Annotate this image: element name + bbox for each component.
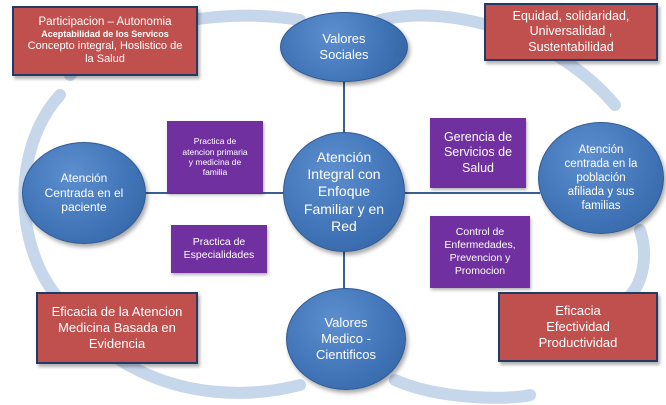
box-line: Prevencion y: [449, 252, 511, 264]
box-line: Eficacia: [555, 303, 601, 319]
node-label: paciente: [61, 200, 107, 215]
box-line: Practica de: [192, 236, 246, 249]
node-label: centrada en la: [564, 157, 638, 170]
ring-arc-right: [619, 224, 651, 306]
box-control-enfermedades: Control de Enfermedades, Prevencion y Pr…: [430, 216, 530, 288]
center-line: Atención: [316, 149, 372, 166]
box-line: Servicios de: [443, 145, 513, 160]
box-line: atencion primaria: [182, 146, 248, 157]
box-line: Concepto integral, Hoslistico de: [27, 40, 183, 53]
center-line: Integral con: [307, 166, 381, 183]
box-line: Aceptabilidad de los Servicos: [41, 29, 169, 40]
box-line: Sustentabilidad: [528, 39, 614, 54]
box-eficacia-productividad: Eficacia Efectividad Productividad: [498, 292, 658, 362]
node-label: Atención: [578, 143, 624, 156]
box-line: Gerencia de: [443, 130, 513, 145]
box-line: y medicina de: [188, 157, 242, 167]
center-line: Red: [331, 217, 357, 234]
ring-arc-bottom-right: [389, 374, 536, 404]
node-label: Atención: [60, 171, 108, 186]
node-label: población: [576, 171, 626, 184]
node-atencion-paciente: Atención Centrada en el paciente: [22, 142, 146, 244]
box-especialidades: Practica de Especialidades: [171, 225, 267, 273]
box-line: Control de: [455, 226, 505, 239]
node-atencion-poblacion: Atención centrada en la población afilia…: [538, 122, 664, 234]
box-line: Participacion – Autonomia: [38, 16, 172, 29]
node-label: Centrada en el: [44, 185, 124, 200]
box-line: Productividad: [538, 334, 618, 350]
box-line: Equidad, solidaridad,: [512, 9, 630, 24]
box-line: familia: [202, 167, 228, 178]
node-label: Medico -: [321, 331, 371, 347]
node-label: afiliada y sus: [567, 186, 635, 198]
box-participacion: Participacion – Autonomia Aceptabilidad …: [12, 6, 198, 76]
node-label: familias: [581, 200, 621, 213]
node-label: Valores: [324, 315, 368, 331]
node-valores-sociales: Valores Sociales: [280, 12, 408, 82]
box-line: Eficacia de la Atencion: [51, 304, 183, 320]
node-label: Valores: [322, 31, 366, 47]
box-line: la Salud: [85, 53, 125, 66]
node-valores-medico-cientificos: Valores Medico - Cientificos: [286, 288, 406, 390]
box-line: Enfermedades,: [444, 239, 516, 252]
box-line: Evidencia: [88, 335, 146, 351]
box-line: Salud: [462, 160, 494, 175]
center-line: Enfoque: [317, 183, 371, 200]
box-gerencia-servicios: Gerencia de Servicios de Salud: [430, 118, 526, 188]
box-equidad: Equidad, solidaridad, Universalidad , Su…: [484, 3, 658, 61]
box-line: Medicina Basada en: [58, 320, 176, 336]
node-label: Sociales: [319, 47, 369, 62]
box-line: Especialidades: [183, 249, 255, 261]
node-label: Cientificos: [316, 346, 376, 362]
ring-arc-bottom-left: [114, 354, 306, 399]
box-atencion-primaria: Practica de atencion primaria y medicina…: [167, 121, 263, 193]
box-eficacia-atencion: Eficacia de la Atencion Medicina Basada …: [36, 292, 198, 364]
box-line: Promocion: [454, 264, 506, 277]
center-line: Familiar y en: [303, 200, 385, 217]
box-line: Efectividad: [546, 319, 610, 335]
center-node: Atención Integral con Enfoque Familiar y…: [283, 132, 405, 252]
box-line: Universalidad ,: [529, 24, 613, 39]
box-line: Practica de: [193, 136, 237, 147]
